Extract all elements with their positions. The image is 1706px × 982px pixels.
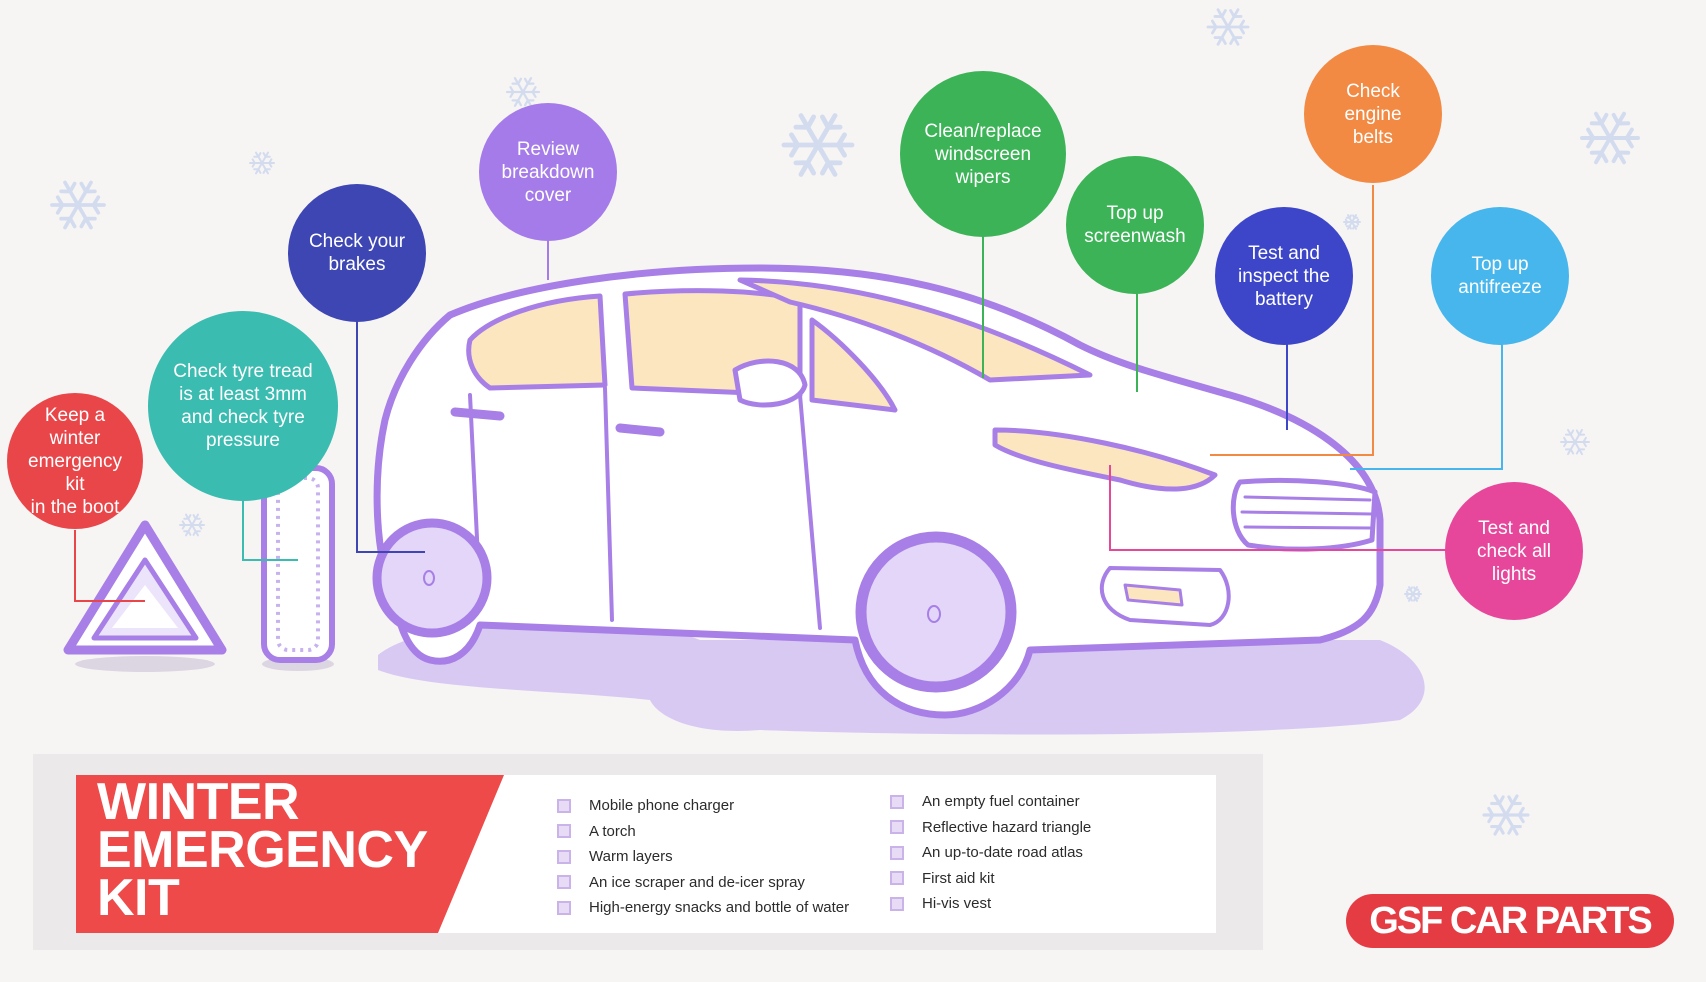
kit-item-label: Warm layers — [589, 848, 673, 866]
callout-tyre-tread: Check tyre tread is at least 3mm and che… — [148, 311, 338, 501]
kit-item: High-energy snacks and bottle of water — [557, 895, 849, 921]
car-body — [373, 264, 1384, 719]
checkbox-icon — [890, 845, 904, 860]
callout-engine-belts: Check engine belts — [1304, 45, 1442, 183]
snowflake-icon — [1482, 794, 1530, 836]
kit-item-label: A torch — [589, 822, 636, 840]
checkbox-icon — [890, 871, 904, 886]
kit-item-label: Reflective hazard triangle — [922, 818, 1092, 836]
snowflake-icon — [505, 77, 541, 107]
kit-item: A torch — [557, 819, 849, 845]
callout-battery: Test and inspect the battery — [1215, 207, 1353, 345]
checkbox-icon — [557, 900, 571, 915]
checkbox-icon — [890, 794, 904, 809]
kit-item-label: High-energy snacks and bottle of water — [589, 899, 850, 917]
front-wheel — [855, 531, 1017, 693]
callout-screenwash: Top up screenwash — [1066, 156, 1204, 294]
kit-item: An empty fuel container — [890, 789, 1091, 815]
kit-item: Mobile phone charger — [557, 793, 849, 819]
snowflake-icon — [1206, 8, 1250, 46]
kit-item-label: Hi-vis vest — [922, 895, 992, 913]
snowflake-icon — [1343, 214, 1361, 230]
snowflake-icon — [179, 513, 205, 537]
kit-item-label: An ice scraper and de-icer spray — [589, 873, 805, 891]
callout-wipers: Clean/replace windscreen wipers — [900, 71, 1066, 237]
kit-title: WINTER EMERGENCY KIT — [97, 773, 428, 927]
checkbox-icon — [890, 820, 904, 835]
callout-lights: Test and check all lights — [1445, 482, 1583, 620]
kit-item-label: An empty fuel container — [922, 793, 1080, 811]
checkbox-icon — [557, 798, 571, 813]
kit-item: Hi-vis vest — [890, 891, 1091, 917]
callout-breakdown-cover: Review breakdown cover — [479, 103, 617, 241]
snowflake-icon — [1404, 586, 1422, 602]
snowflake-icon — [781, 113, 855, 177]
kit-item: Reflective hazard triangle — [890, 815, 1091, 841]
gsf-logo: GSF CAR PARTS — [1346, 894, 1674, 948]
callout-emergency-kit: Keep a winter emergency kit in the boot — [7, 393, 143, 529]
hazard-triangle — [63, 520, 227, 655]
snowflake-icon — [1580, 111, 1640, 165]
kit-item-label: An up-to-date road atlas — [922, 844, 1083, 862]
checkbox-icon — [890, 896, 904, 911]
rear-wheel — [372, 518, 492, 638]
kit-item: Warm layers — [557, 844, 849, 870]
snowflake-icon — [1560, 428, 1590, 456]
kit-item: An ice scraper and de-icer spray — [557, 870, 849, 896]
callout-brakes: Check your brakes — [288, 184, 426, 322]
snowflake-icon — [249, 151, 275, 175]
kit-item-label: Mobile phone charger — [589, 797, 735, 815]
snowflake-icon — [50, 180, 106, 230]
kit-item-label: First aid kit — [922, 869, 995, 887]
kit-item: An up-to-date road atlas — [890, 840, 1091, 866]
checkbox-icon — [557, 824, 571, 839]
checkbox-icon — [557, 875, 571, 890]
callout-antifreeze: Top up antifreeze — [1431, 207, 1569, 345]
checkbox-icon — [557, 849, 571, 864]
kit-title-banner — [76, 775, 504, 933]
triangle-shadow — [75, 656, 215, 672]
spare-tyre — [261, 465, 335, 663]
kit-item: First aid kit — [890, 866, 1091, 892]
